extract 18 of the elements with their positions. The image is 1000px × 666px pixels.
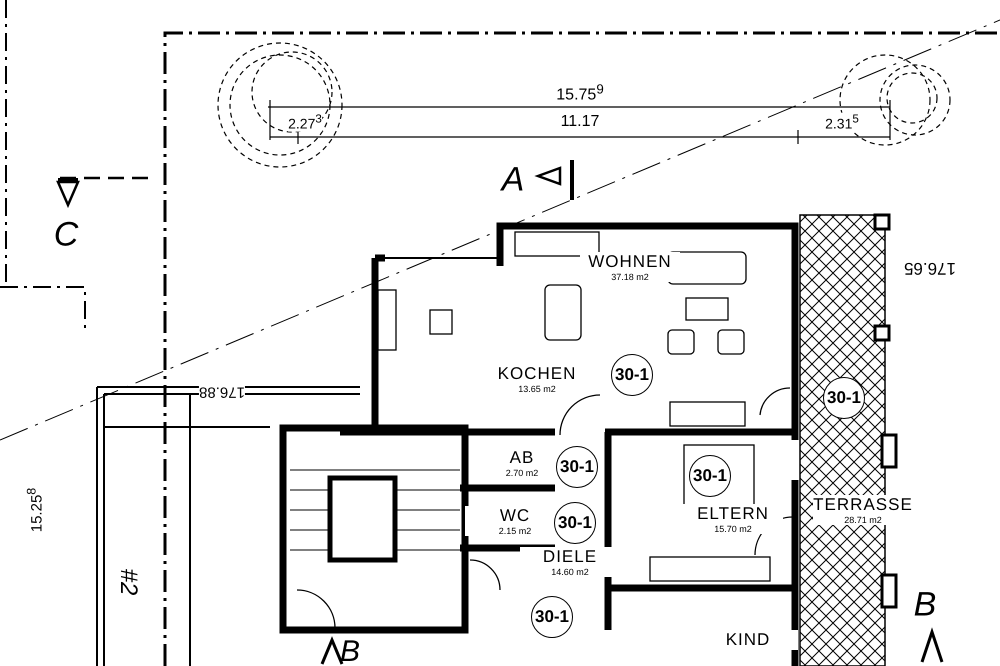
section-letter: A [502,160,524,200]
elevation-text: 176.65 [904,258,956,278]
section-letter: C [54,216,78,254]
tag-circle: 30-1 [531,596,573,638]
tag-circle: 30-1 [611,354,653,396]
section-letter: B [340,635,360,666]
dimension-text: 2.31$^{5}$ [825,112,859,132]
room-name: ELTERN [683,504,783,524]
room-name: TERRASSE [813,495,913,515]
tag-circle: 30-1 [689,455,731,497]
tag-circle: 30-1 [554,502,596,544]
dimension-text: 11.17 [560,113,600,131]
dimension-text: 2.27$^{3}$ [288,112,322,132]
elevation-text: 176.88 [199,384,245,400]
room-name: WOHNEN [580,252,680,272]
dimension-text: 15.75$^{9}$ [556,81,604,105]
section-letter: B [914,586,936,624]
plot-number: #2 [114,568,142,596]
